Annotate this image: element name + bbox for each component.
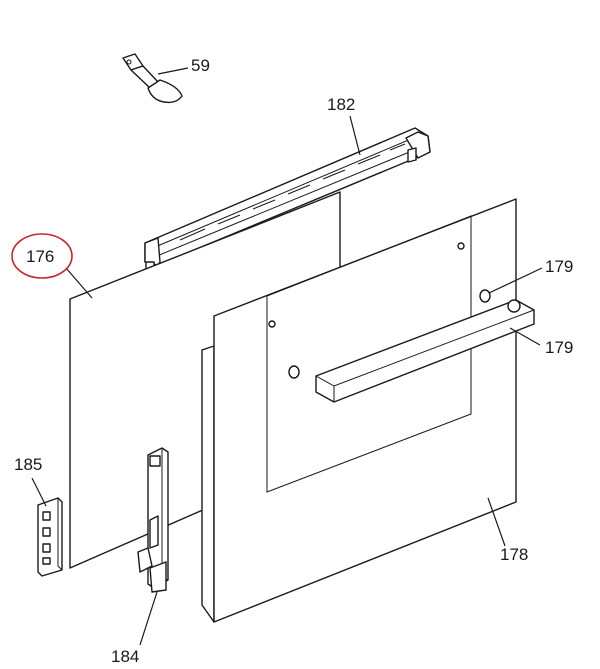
- leader-184: [139, 591, 158, 646]
- leader-179a: [488, 267, 543, 294]
- label-185: 185: [14, 455, 42, 474]
- leader-182: [349, 115, 361, 156]
- part-59-clip: [122, 53, 183, 104]
- leader-178: [487, 497, 506, 547]
- part-184-hinge: [137, 447, 169, 593]
- label-179b: 179: [545, 338, 573, 357]
- leader-179b: [509, 327, 541, 346]
- part-178-outer-door: [201, 198, 517, 623]
- label-59: 59: [191, 56, 210, 75]
- leader-185: [31, 477, 47, 507]
- label-184: 184: [111, 647, 139, 666]
- leader-59: [157, 67, 189, 75]
- label-178: 178: [500, 545, 528, 564]
- part-179-handle: [315, 299, 535, 403]
- label-179a: 179: [545, 257, 573, 276]
- label-182: 182: [327, 95, 355, 114]
- part-185-hinge-bracket: [37, 497, 63, 577]
- label-176: 176: [26, 247, 54, 266]
- leader-176: [65, 267, 93, 299]
- highlight-circle-176: [11, 233, 73, 279]
